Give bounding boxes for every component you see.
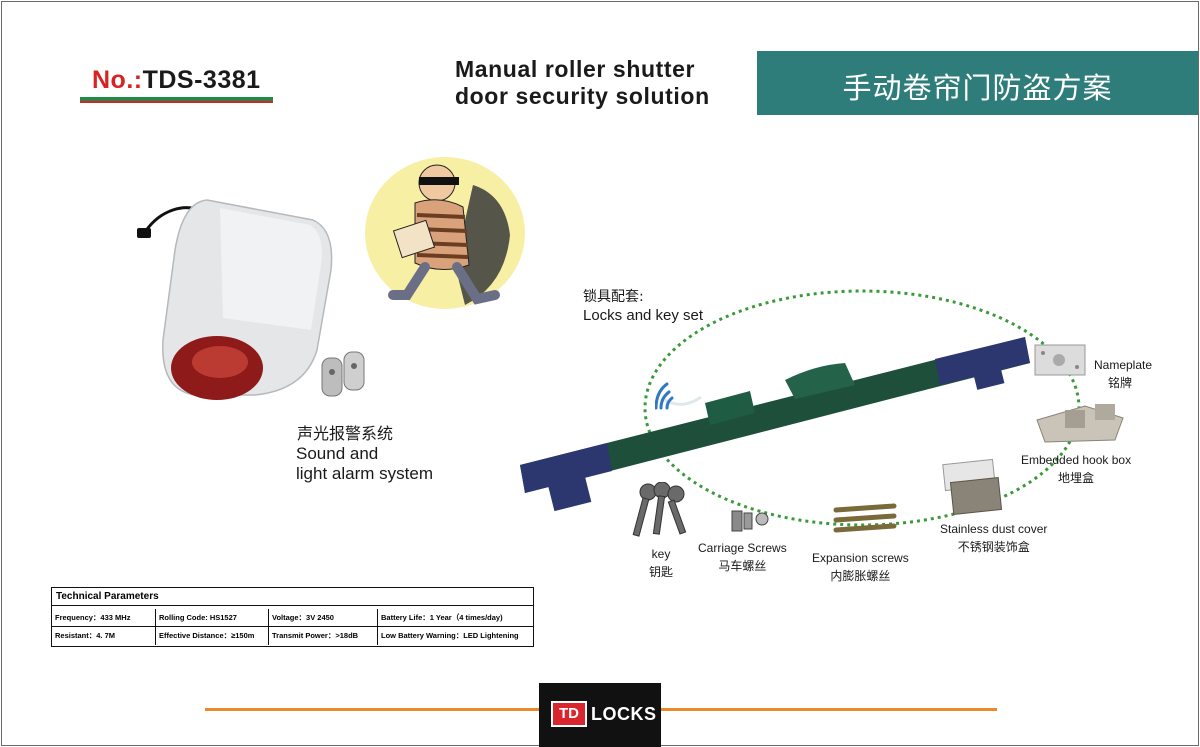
tech-cell: Resistant：4. 7M: [52, 627, 156, 645]
model-underline-green: [80, 97, 273, 101]
locks-label-en: Locks and key set: [583, 307, 704, 324]
wireless-icon: [655, 382, 674, 410]
nameplate-image: [1034, 344, 1086, 376]
expansion-screws-image: [833, 503, 897, 533]
burglar-illustration: [365, 157, 525, 309]
dust-cover-image: [942, 458, 1003, 515]
model-number: No.:TDS-3381: [92, 66, 261, 94]
brand-logo: TD LOCKS: [539, 683, 661, 747]
model-underline-red: [80, 101, 273, 103]
carriage-screws-image: [731, 510, 769, 532]
logo-td-mark: TD: [551, 701, 587, 727]
technical-parameters-table: Technical Parameters Frequency：433 MHz R…: [51, 587, 534, 647]
tech-cell: Voltage：3V 2450: [269, 609, 378, 627]
tech-cell: Effective Distance：≥150m: [156, 627, 269, 645]
alarm-label-en: Sound and light alarm system: [296, 444, 433, 483]
tech-cell: Frequency：433 MHz: [52, 609, 156, 627]
siren-illustration: [137, 199, 333, 400]
keys-image: [632, 482, 687, 537]
lock-bar: [520, 337, 1030, 512]
alarm-label-cn: 声光报警系统: [297, 424, 394, 443]
hook-box-image: [1036, 404, 1124, 443]
remote-fobs: [321, 351, 365, 397]
tech-cell: Battery Life：1 Year（4 times/day): [378, 609, 533, 627]
tech-cell: Transmit Power：>18dB: [269, 627, 378, 645]
tech-cell: Rolling Code: HS1527: [156, 609, 269, 627]
title-chinese: 手动卷帘门防盗方案: [842, 71, 1113, 105]
tech-title: Technical Parameters: [52, 588, 533, 606]
title-chinese-banner: 手动卷帘门防盗方案: [757, 51, 1198, 115]
title-english: Manual roller shutter door security solu…: [455, 56, 710, 109]
logo-locks-text: LOCKS: [591, 704, 657, 724]
locks-label-cn: 锁具配套:: [583, 289, 644, 305]
tech-cell: Low Battery Warning：LED Lightening: [381, 631, 519, 640]
